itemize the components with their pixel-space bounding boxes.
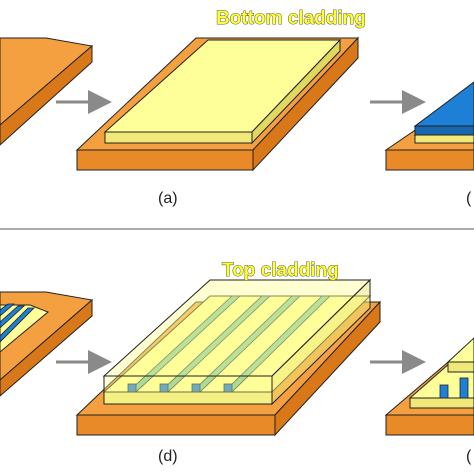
bottom-cladding-label: Bottom cladding bbox=[216, 8, 366, 29]
panel-a-bottom-cladding bbox=[75, 36, 360, 172]
panel-e-partial bbox=[384, 337, 474, 436]
step-d-label: (d) bbox=[158, 448, 178, 465]
panel-d-top-cladding bbox=[75, 278, 382, 437]
panel-b-core-layer-partial bbox=[384, 81, 474, 171]
step-a-label: (a) bbox=[158, 190, 178, 207]
step-b-label-partial: ( bbox=[466, 190, 472, 207]
panel-substrate-partial bbox=[0, 37, 94, 146]
panel-c-patterned-cores-partial bbox=[0, 291, 94, 397]
step-e-label-partial: ( bbox=[466, 448, 472, 465]
top-cladding-label: Top cladding bbox=[222, 260, 339, 281]
